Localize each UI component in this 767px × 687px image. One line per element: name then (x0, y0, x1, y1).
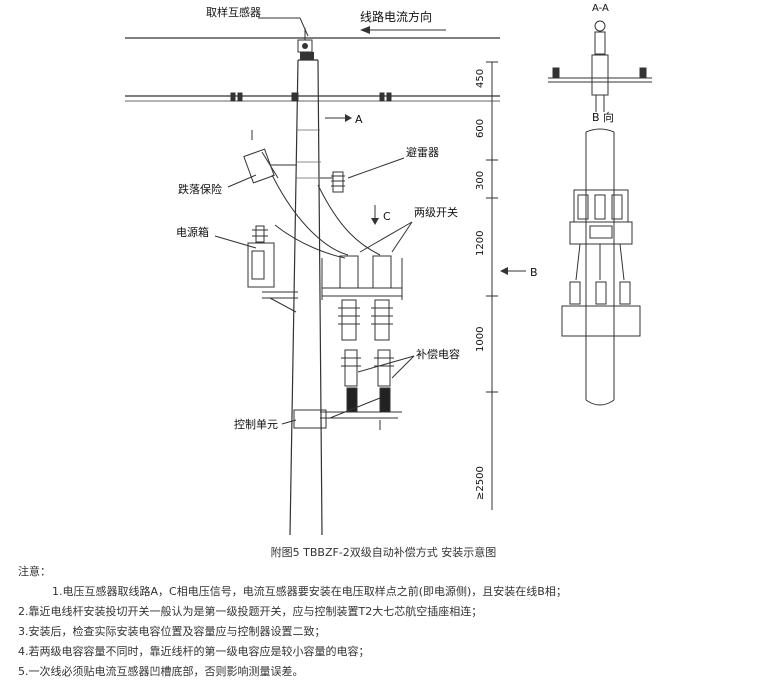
power-box-device (247, 225, 298, 313)
sampling-ct-label: 取样互感器 (206, 5, 261, 19)
view-aa-label: A-A (592, 3, 609, 14)
line-insulators (230, 92, 392, 102)
dimension-450: 450 (475, 69, 486, 88)
capacitor-bracket (320, 397, 402, 430)
note-item-4: 4.若两级电容容量不同时，靠近线杆的第一级电容应是较小容量的电容； (18, 645, 370, 658)
sampling-ct-device (297, 28, 314, 60)
compensation-capacitor-leader-1 (357, 355, 415, 373)
figure-caption: 附图5 TBBZF-2双级自动补偿方式 安装示意图 (270, 546, 497, 559)
notes-section: 注意： 1.电压互感器取线路A，C相电压信号，电流互感器要安装在电压取样点之前(… (18, 562, 758, 682)
drop-out-fuse-leader (227, 174, 257, 188)
current-direction-arrowhead (360, 26, 370, 34)
note-item-3: 3.安装后，检查实际安装电容位置及容量应与控制器设置二致； (18, 625, 326, 638)
drop-out-fuse-device (243, 130, 296, 184)
dimension-300: 300 (475, 171, 486, 190)
two-stage-switch-leader-2 (391, 221, 413, 253)
control-unit-device (293, 409, 327, 429)
note-item-5: 5.一次线必须贴电流互感器凹槽底部，否则影响测量误差。 (18, 665, 304, 678)
arrow-b-label: B (530, 266, 538, 279)
two-stage-switch-device (321, 255, 403, 341)
current-direction-label: 线路电流方向 (360, 9, 432, 24)
lightning-arrester-device (320, 171, 345, 193)
compensation-capacitor-label: 补偿电容 (416, 347, 460, 361)
notes-title: 注意： (18, 565, 51, 578)
dimension-line (486, 61, 498, 510)
view-aa-drawing (548, 20, 652, 112)
compensation-capacitor-device (341, 349, 394, 413)
feed-wire-2 (317, 184, 381, 256)
arrow-c-head (371, 218, 379, 225)
dimension-1200: 1200 (475, 231, 486, 256)
power-box-label: 电源箱 (176, 225, 209, 239)
control-unit-label: 控制单元 (234, 417, 278, 431)
note-item-2: 2.靠近电线杆安装投切开关一般认为是第一级投题开关，应与控制装置T2大七芯航空插… (18, 605, 483, 618)
installation-diagram: 取样互感器 线路电流方向 A 跌落保险 避雷器 C (125, 3, 652, 536)
note-item-1: 1.电压互感器取线路A，C相电压信号，电流互感器要安装在电压取样点之前(即电源侧… (52, 585, 567, 598)
arrow-b-head (500, 267, 508, 275)
drop-out-fuse-label: 跌落保险 (178, 182, 222, 196)
view-b-drawing (561, 128, 641, 406)
lightning-arrester-label: 避雷器 (406, 145, 439, 159)
arrow-c-label: C (383, 210, 391, 223)
arrow-a-head (345, 114, 352, 122)
arrow-a-label: A (355, 113, 363, 126)
sampling-ct-leader-2 (299, 17, 309, 37)
dimension-1000: 1000 (475, 327, 486, 352)
two-stage-switch-leader-1 (359, 221, 413, 253)
dimension-2500: ≥2500 (475, 466, 486, 500)
dimension-600: 600 (475, 119, 486, 138)
view-b-label: B 向 (592, 110, 614, 124)
feed-wire-1 (271, 174, 349, 256)
control-unit-leader (281, 419, 297, 425)
power-box-leader (214, 235, 257, 249)
compensation-capacitor-leader-2 (391, 355, 415, 379)
lightning-arrester-leader (347, 157, 405, 179)
two-stage-switch-label: 两级开关 (414, 205, 458, 219)
